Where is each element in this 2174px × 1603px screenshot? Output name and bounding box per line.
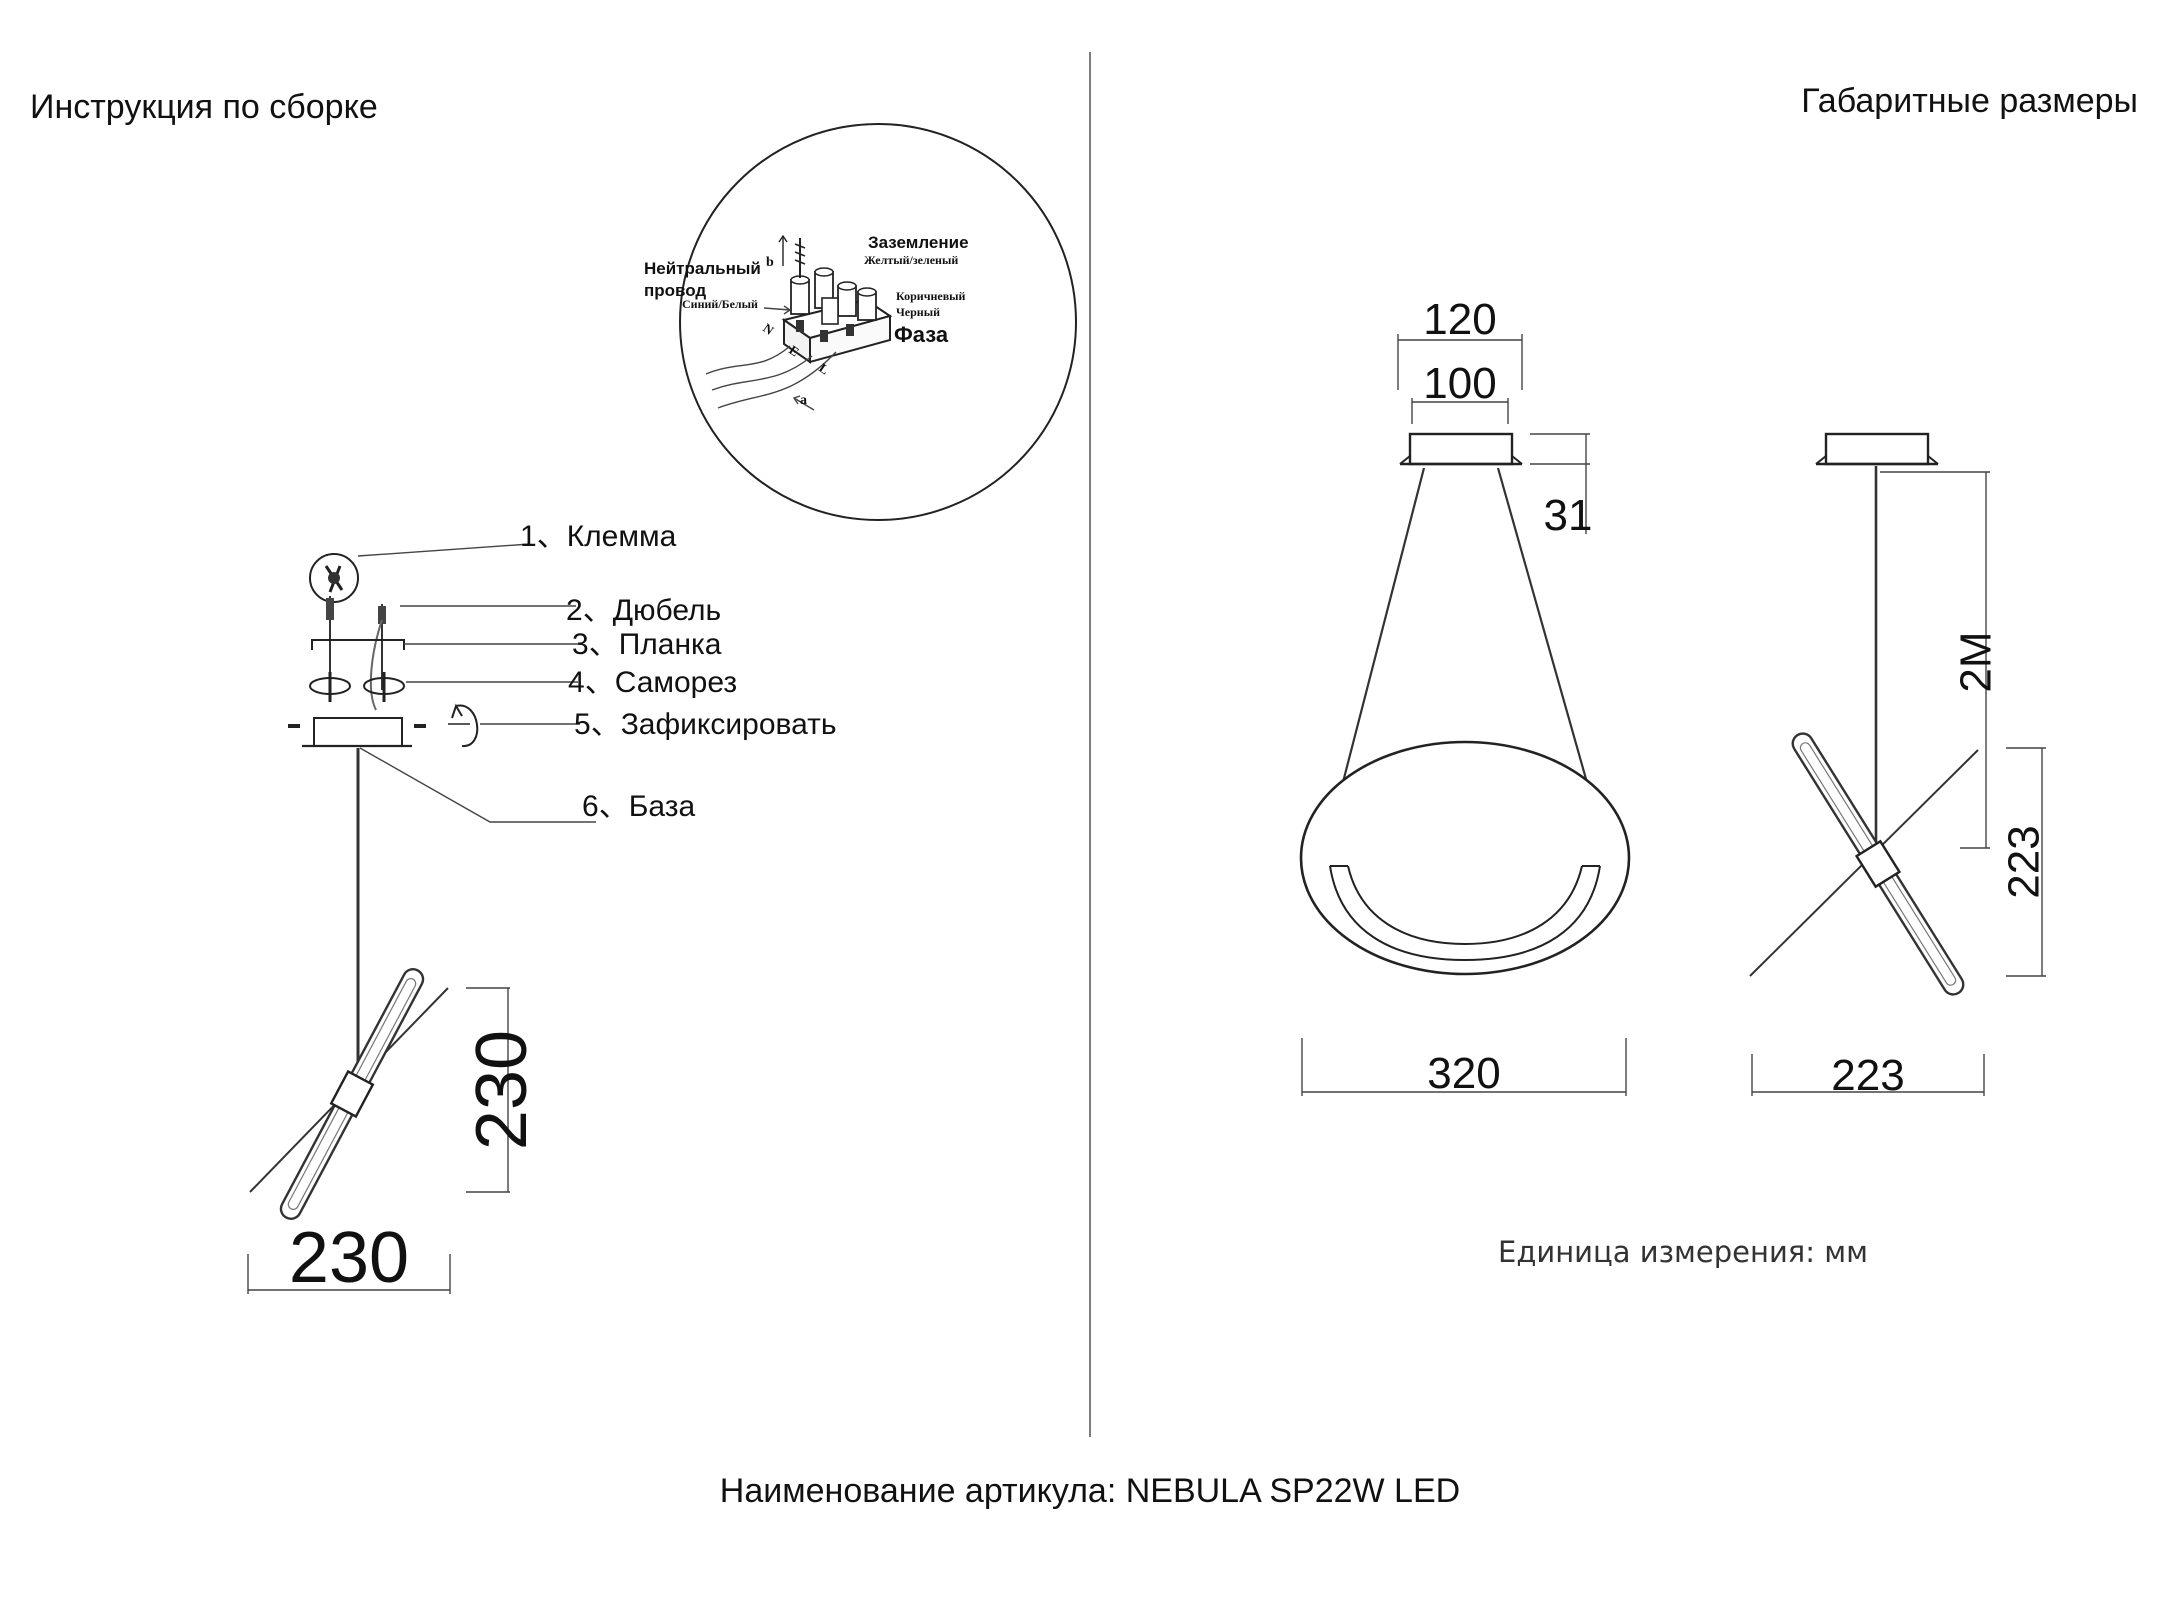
wiring-detail: Нейтральный провод Синий/Белый Заземлени… bbox=[644, 123, 1077, 521]
canopy-inner-dim: 100 bbox=[1423, 359, 1496, 408]
part-labels: 1、Клемма 2、Дюбель 3、Планка 4、Саморез 5、З… bbox=[357, 520, 837, 823]
wiring-letter-l: L bbox=[816, 360, 832, 377]
dimensions-header: Габаритные размеры bbox=[1801, 82, 2138, 120]
fixture-left-icon bbox=[249, 968, 449, 1220]
wiring-ground-color: Желтый/зеленый bbox=[864, 253, 958, 267]
canopy-height-dim: 31 bbox=[1544, 491, 1593, 540]
wiring-neutral-label: Нейтральный bbox=[644, 259, 761, 278]
ground-wire bbox=[711, 355, 813, 391]
side-width-dim: 223 bbox=[1831, 1051, 1904, 1100]
unit-note: Единица измерения: мм bbox=[1498, 1235, 1868, 1269]
front-view: 120 100 31 320 bbox=[1299, 295, 1631, 1098]
part-2-label: 2、Дюбель bbox=[566, 594, 721, 627]
ring-shade-icon bbox=[1299, 740, 1631, 976]
rotate-arrow-icon bbox=[455, 704, 479, 748]
left-width-dim: 230 bbox=[289, 1218, 409, 1298]
wiring-phase-color: Коричневый bbox=[896, 289, 966, 303]
terminal-block-icon bbox=[778, 234, 893, 364]
side-height-dim: 223 bbox=[2000, 825, 2049, 898]
neutral-wire bbox=[705, 345, 791, 375]
wiring-b-label: b bbox=[766, 255, 774, 270]
part-5-label: 5、Зафиксировать bbox=[574, 708, 837, 741]
canopy-outer-dim: 120 bbox=[1423, 295, 1496, 344]
phase-wire bbox=[717, 351, 837, 409]
part-4-label: 4、Саморез bbox=[568, 666, 737, 699]
assembly-header: Инструкция по сборке bbox=[30, 88, 378, 126]
wiring-a-label: a bbox=[800, 393, 807, 408]
article-name: Наименование артикула: NEBULA SP22W LED bbox=[720, 1472, 1460, 1510]
part-1-label: 1、Клемма bbox=[520, 520, 677, 553]
fixture-side-icon bbox=[1749, 732, 1979, 996]
wiring-ground-label: Заземление bbox=[868, 233, 969, 252]
cable-length-dim: 2M bbox=[1952, 631, 2001, 692]
part-3-label: 3、Планка bbox=[572, 628, 722, 661]
wiring-phase-color-2: Черный bbox=[896, 305, 940, 319]
wiring-letter-n: N bbox=[760, 320, 777, 338]
left-height-dim: 230 bbox=[462, 1030, 542, 1150]
assembly-exploded-view: 230 230 bbox=[247, 553, 542, 1298]
side-view: 2M 223 223 bbox=[1749, 432, 2049, 1100]
wiring-neutral-color: Синий/Белый bbox=[682, 297, 758, 311]
front-width-dim: 320 bbox=[1427, 1049, 1500, 1098]
part-6-label: 6、База bbox=[582, 790, 695, 823]
wiring-phase-label: Фаза bbox=[894, 322, 949, 347]
wiring-neutral-label-2: провод bbox=[644, 281, 706, 300]
